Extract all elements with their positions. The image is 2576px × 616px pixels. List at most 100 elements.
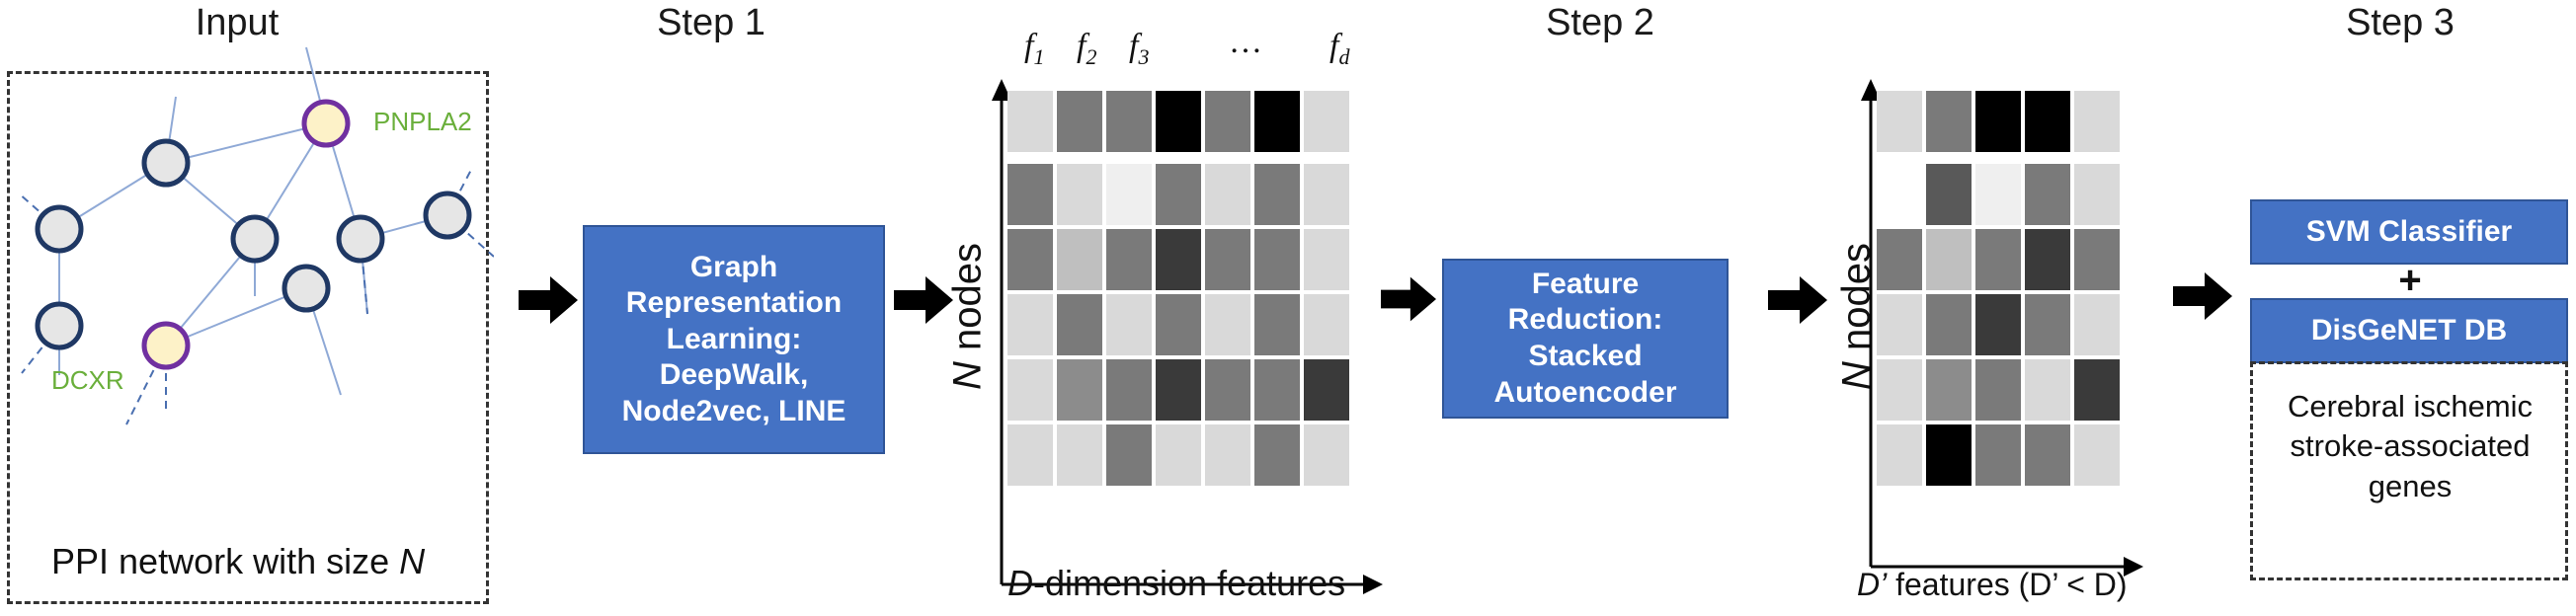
- network-caption-prefix: PPI network with size: [51, 541, 400, 581]
- network-node: [423, 191, 472, 240]
- title-step1: Step 1: [657, 2, 765, 43]
- x-axis-arrowhead: [2124, 557, 2143, 577]
- matrix2-xlabel: D’ features (D’ < D): [1857, 567, 2128, 602]
- matrix-cell: [1205, 359, 1250, 421]
- network-node-dcxr: [141, 321, 191, 370]
- matrix-cell: [1007, 424, 1053, 486]
- network-node-pnpla2: [301, 99, 351, 148]
- matrix-cell: [1254, 359, 1300, 421]
- matrix-cell: [1877, 424, 1922, 486]
- matrix-cell: [1975, 229, 2021, 290]
- step2-box: Feature Reduction: Stacked Autoencoder: [1442, 259, 1729, 419]
- matrix-cell: [2025, 359, 2070, 421]
- matrix-cell: [2074, 424, 2120, 486]
- matrix-cell: [2074, 294, 2120, 355]
- feature-label-ellipsis: …: [1229, 24, 1262, 60]
- matrix-cell: [2025, 164, 2070, 225]
- title-step3: Step 3: [2346, 2, 2455, 43]
- label-dcxr: DCXR: [51, 365, 124, 395]
- matrix-cell: [1304, 359, 1349, 421]
- matrix-cell: [1926, 229, 1972, 290]
- matrix-cell: [1975, 359, 2021, 421]
- label-pnpla2: PNPLA2: [373, 107, 472, 136]
- arrow-5: [2173, 272, 2232, 320]
- svm-classifier-box: SVM Classifier: [2250, 199, 2568, 265]
- feature-label-1: f1: [1024, 28, 1045, 69]
- title-step2: Step 2: [1546, 2, 1654, 43]
- feature-label-d: fd: [1329, 28, 1350, 69]
- matrix-cell: [1304, 91, 1349, 152]
- matrix-cell: [2025, 424, 2070, 486]
- matrix-cell: [2074, 229, 2120, 290]
- matrix-cell: [1205, 424, 1250, 486]
- matrix-cell: [1156, 294, 1201, 355]
- matrix-cell: [1254, 424, 1300, 486]
- matrix-cell: [1007, 359, 1053, 421]
- network-frame: [7, 71, 489, 604]
- network-node: [282, 264, 331, 313]
- matrix-cell: [1205, 91, 1250, 152]
- matrix-cell: [1106, 91, 1152, 152]
- title-input: Input: [195, 2, 280, 43]
- x-axis-arrowhead: [1363, 575, 1383, 594]
- result-frame: [2250, 361, 2568, 580]
- network-node: [336, 214, 385, 264]
- matrix-cell: [1304, 229, 1349, 290]
- matrix1-xlabel: D-dimension features: [1007, 563, 1346, 603]
- matrix-cell: [1057, 164, 1102, 225]
- matrix-cell: [1106, 294, 1152, 355]
- matrix-cell: [1877, 294, 1922, 355]
- network-node: [230, 214, 280, 264]
- matrix-cell: [1057, 229, 1102, 290]
- matrix-cell: [1877, 91, 1922, 152]
- matrix-cell: [2025, 229, 2070, 290]
- matrix-cell: [1007, 91, 1053, 152]
- matrix-cell: [1926, 164, 1972, 225]
- ppi-network: [17, 46, 494, 425]
- matrix-cell: [1975, 91, 2021, 152]
- matrix-cell: [1057, 359, 1102, 421]
- matrix-cell: [1007, 164, 1053, 225]
- matrix-cell: [1254, 164, 1300, 225]
- plus-sign: +: [2398, 259, 2422, 302]
- network-node: [35, 204, 84, 254]
- matrix-cell: [1205, 229, 1250, 290]
- matrix2-ylabel: N nodes: [1834, 243, 1879, 390]
- network-node: [141, 138, 191, 188]
- matrix-cell: [2025, 91, 2070, 152]
- network-caption: PPI network with size N: [51, 541, 425, 582]
- matrix-cell: [1926, 91, 1972, 152]
- matrix-cell: [1975, 424, 2021, 486]
- matrix-cell: [1156, 424, 1201, 486]
- arrow-2: [894, 276, 953, 324]
- matrix-cell: [1156, 164, 1201, 225]
- matrix-cell: [1106, 164, 1152, 225]
- matrix-cell: [2074, 359, 2120, 421]
- matrix-cell: [1057, 294, 1102, 355]
- arrow-4: [1768, 276, 1827, 324]
- matrix-cell: [1106, 229, 1152, 290]
- matrix-cell: [1304, 294, 1349, 355]
- matrix-cell: [2025, 294, 2070, 355]
- matrix-cell: [1304, 164, 1349, 225]
- arrow-3: [1381, 276, 1436, 322]
- matrix-cell: [1106, 424, 1152, 486]
- matrix-cell: [1057, 91, 1102, 152]
- matrix-cell: [1205, 164, 1250, 225]
- result-text: Cerebral ischemic stroke-associated gene…: [2287, 389, 2534, 503]
- matrix-cell: [1007, 229, 1053, 290]
- feature-label-3: f3: [1129, 28, 1150, 69]
- matrix-cell: [1926, 359, 1972, 421]
- matrix-cell: [1254, 91, 1300, 152]
- y-axis-arrowhead: [992, 79, 1011, 101]
- matrix-cell: [2074, 91, 2120, 152]
- arrow-1: [519, 276, 578, 324]
- feature-label-2: f2: [1077, 28, 1097, 69]
- matrix-cell: [1254, 229, 1300, 290]
- matrix-cell: [1926, 424, 1972, 486]
- matrix-cell: [1975, 164, 2021, 225]
- network-caption-var: N: [399, 541, 426, 581]
- matrix-cell: [1877, 359, 1922, 421]
- step1-box: Graph Representation Learning: DeepWalk,…: [583, 225, 885, 454]
- matrix-cell: [1156, 229, 1201, 290]
